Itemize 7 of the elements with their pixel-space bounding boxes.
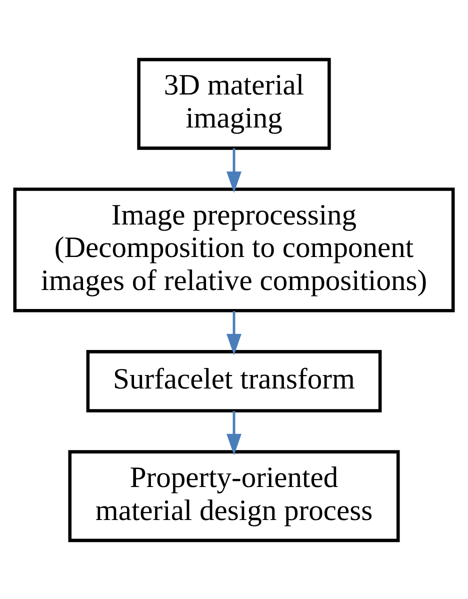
node-box: 3D material imaging [137,57,331,150]
node-box: Surfacelet transform [86,350,382,412]
node-box: Image preprocessing (Decomposition to component images of relative compositions) [13,187,455,312]
arrow [226,410,242,455]
node-box: Property-oriented material design process [68,450,400,542]
arrow [226,310,242,355]
arrow [226,148,242,192]
